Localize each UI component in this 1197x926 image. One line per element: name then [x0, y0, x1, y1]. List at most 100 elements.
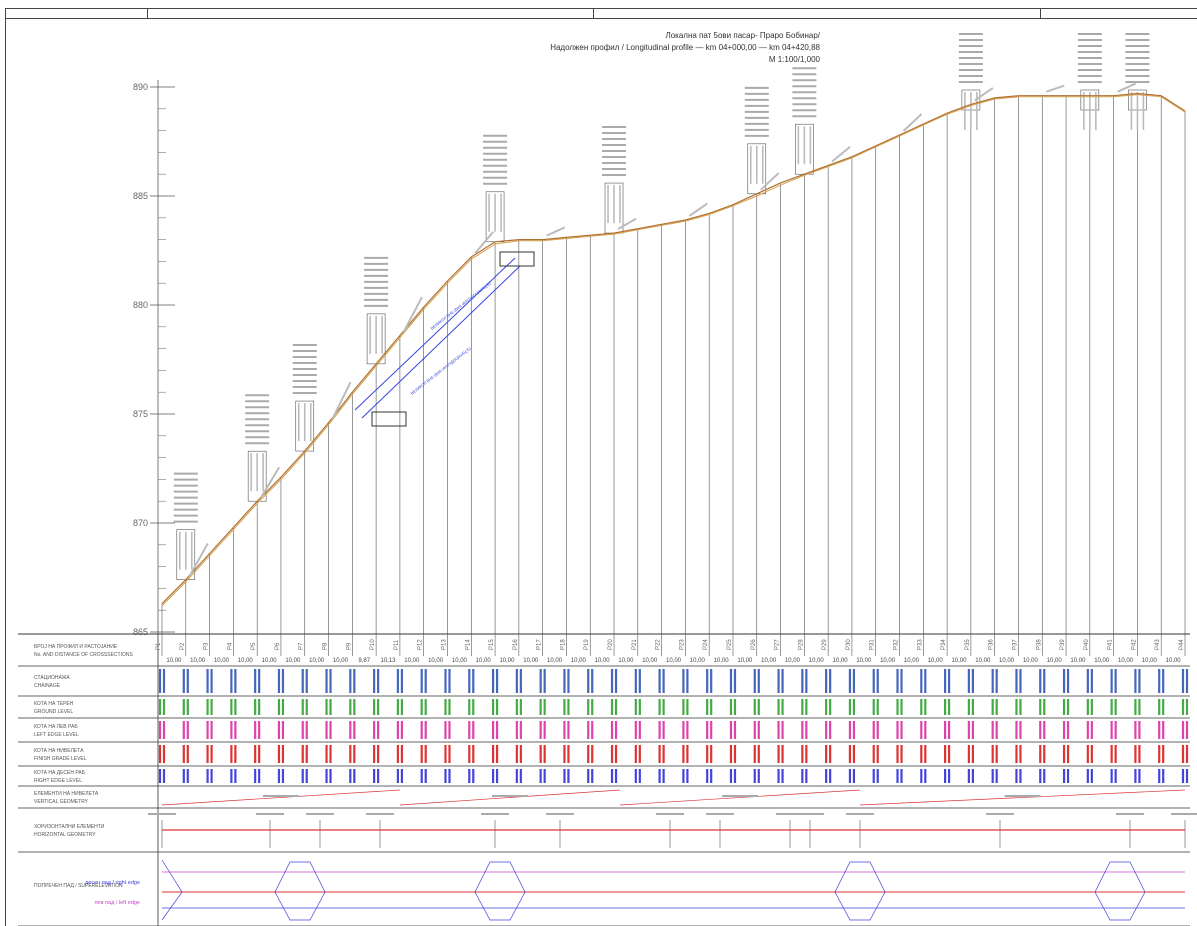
distance-cell: 10,00 [309, 658, 325, 664]
station-number: P43 [1155, 639, 1161, 650]
frame-divider-2 [593, 8, 594, 18]
distance-cell: 10,00 [1023, 658, 1039, 664]
station-number: P3 [204, 642, 210, 650]
table-row-label: СТАЦИОНАЖА [34, 675, 70, 681]
superelevation-transition [1094, 861, 1146, 921]
station-number: P10 [370, 639, 376, 650]
distance-cell: 10,00 [761, 658, 777, 664]
station-number: P29 [822, 639, 828, 650]
distance-cell: 10,00 [595, 658, 611, 664]
station-number: P39 [1060, 639, 1066, 650]
grade-label [403, 296, 423, 332]
superelevation-transition [834, 861, 886, 921]
distance-cell: 10,00 [690, 658, 706, 664]
distance-cell: 10,00 [428, 658, 444, 664]
distance-cell: 9,87 [358, 658, 370, 664]
left-frame-line [5, 8, 6, 926]
distance-cell: 10,00 [999, 658, 1015, 664]
distance-cell: 10,00 [1094, 658, 1110, 664]
table-row-label: КОТА НА ДЕСЕН РАБ [34, 770, 86, 776]
grade-label [617, 217, 637, 230]
station-number: P16 [513, 639, 519, 650]
distance-cell: 10,00 [238, 658, 254, 664]
superelevation-left-label: лев пад / left edge [94, 900, 140, 906]
axis-label: 885 [133, 191, 148, 201]
title-line-1: Локална пат 5ови пасар- Праро Бобинар/ [665, 31, 820, 40]
station-number: P4 [227, 642, 233, 650]
station-number: P42 [1131, 639, 1137, 650]
grade-label [474, 231, 495, 254]
station-number: P5 [251, 642, 257, 650]
station-number: P36 [989, 639, 995, 650]
station-number: P22 [656, 639, 662, 650]
grade-label [260, 466, 281, 498]
frame-divider-3 [1040, 8, 1041, 18]
distance-cell: 10,00 [523, 658, 539, 664]
distance-cell: 10,00 [214, 658, 230, 664]
station-number: P7 [299, 642, 305, 650]
table-row-label-en: VERTICAL GEOMETRY [34, 799, 89, 805]
station-number: P35 [965, 639, 971, 650]
station-number: P25 [727, 639, 733, 650]
structure-label-a: ВЕЛИКОЛ ВНЕ (ВКА ИНУНДОЦИЈАЦ Б) [410, 345, 473, 395]
station-number: P12 [418, 639, 424, 650]
title-line-2: Надолжен профил / Longitudinal profile —… [550, 43, 820, 52]
structure-end-box [499, 251, 535, 267]
distance-cell: 10,00 [190, 658, 206, 664]
station-number: P34 [941, 639, 947, 650]
vertical-geometry-segment [399, 789, 621, 806]
axis-label: 865 [133, 627, 148, 637]
axis-label: 890 [133, 82, 148, 92]
station-number: P21 [632, 639, 638, 650]
grade-label [188, 543, 209, 577]
frame-divider-1 [147, 8, 148, 18]
distance-cell: 10,00 [951, 658, 967, 664]
table-row-label-en: LEFT EDGE LEVEL [34, 732, 79, 738]
table-row-label: ЕЛЕМЕНТИ НА НИВЕЛЕТА [34, 791, 99, 797]
station-number: P20 [608, 639, 614, 650]
station-number: P8 [323, 642, 329, 650]
distance-cell: 10,00 [285, 658, 301, 664]
distance-cell: 10,00 [1166, 658, 1182, 664]
station-number: P24 [703, 639, 709, 650]
distance-cell: 10,00 [476, 658, 492, 664]
station-number: P41 [1108, 639, 1114, 650]
distance-cell: 10,00 [499, 658, 515, 664]
station-number: P38 [1036, 639, 1042, 650]
distance-cell: 10,00 [1047, 658, 1063, 664]
title-block: Локална пат 5ови пасар- Праро Бобинар/ Н… [520, 30, 820, 66]
grade-label [760, 172, 780, 191]
axis-label: 880 [133, 300, 148, 310]
station-number: P26 [751, 639, 757, 650]
structure-start-box [371, 411, 407, 427]
table-row-label-en: HORIZONTAL GEOMETRY [34, 832, 96, 838]
station-number: P31 [870, 639, 876, 650]
station-number: P23 [679, 639, 685, 650]
station-number: P2 [180, 642, 186, 650]
distance-cell: 10,00 [833, 658, 849, 664]
axis-label: 875 [133, 409, 148, 419]
distance-cell: 10,00 [809, 658, 825, 664]
grade-label [546, 226, 566, 237]
table-row-label-en: GROUND LEVEL [34, 709, 73, 715]
distance-cell: 10,00 [737, 658, 753, 664]
structure-line-2 [361, 265, 521, 419]
distance-cell: 10,00 [1070, 658, 1086, 664]
table-row-label-en: CHAINAGE [34, 683, 61, 689]
table-row-label-en: FINISH GRADE LEVEL [34, 756, 87, 762]
station-number: P19 [584, 639, 590, 650]
station-number: P13 [441, 639, 447, 650]
distance-cell: 10,00 [404, 658, 420, 664]
top-frame-line-2 [5, 18, 1197, 19]
title-scale: М 1:100/1,000 [768, 55, 820, 64]
station-number: P9 [346, 642, 352, 650]
superelevation-transition-start [161, 859, 183, 921]
distance-cell: 10,00 [928, 658, 944, 664]
profile-curves [161, 82, 1186, 607]
station-lines [161, 93, 1186, 634]
station-number: P14 [465, 639, 471, 650]
distance-cell: 10,00 [333, 658, 349, 664]
distance-cell: 10,13 [381, 658, 397, 664]
